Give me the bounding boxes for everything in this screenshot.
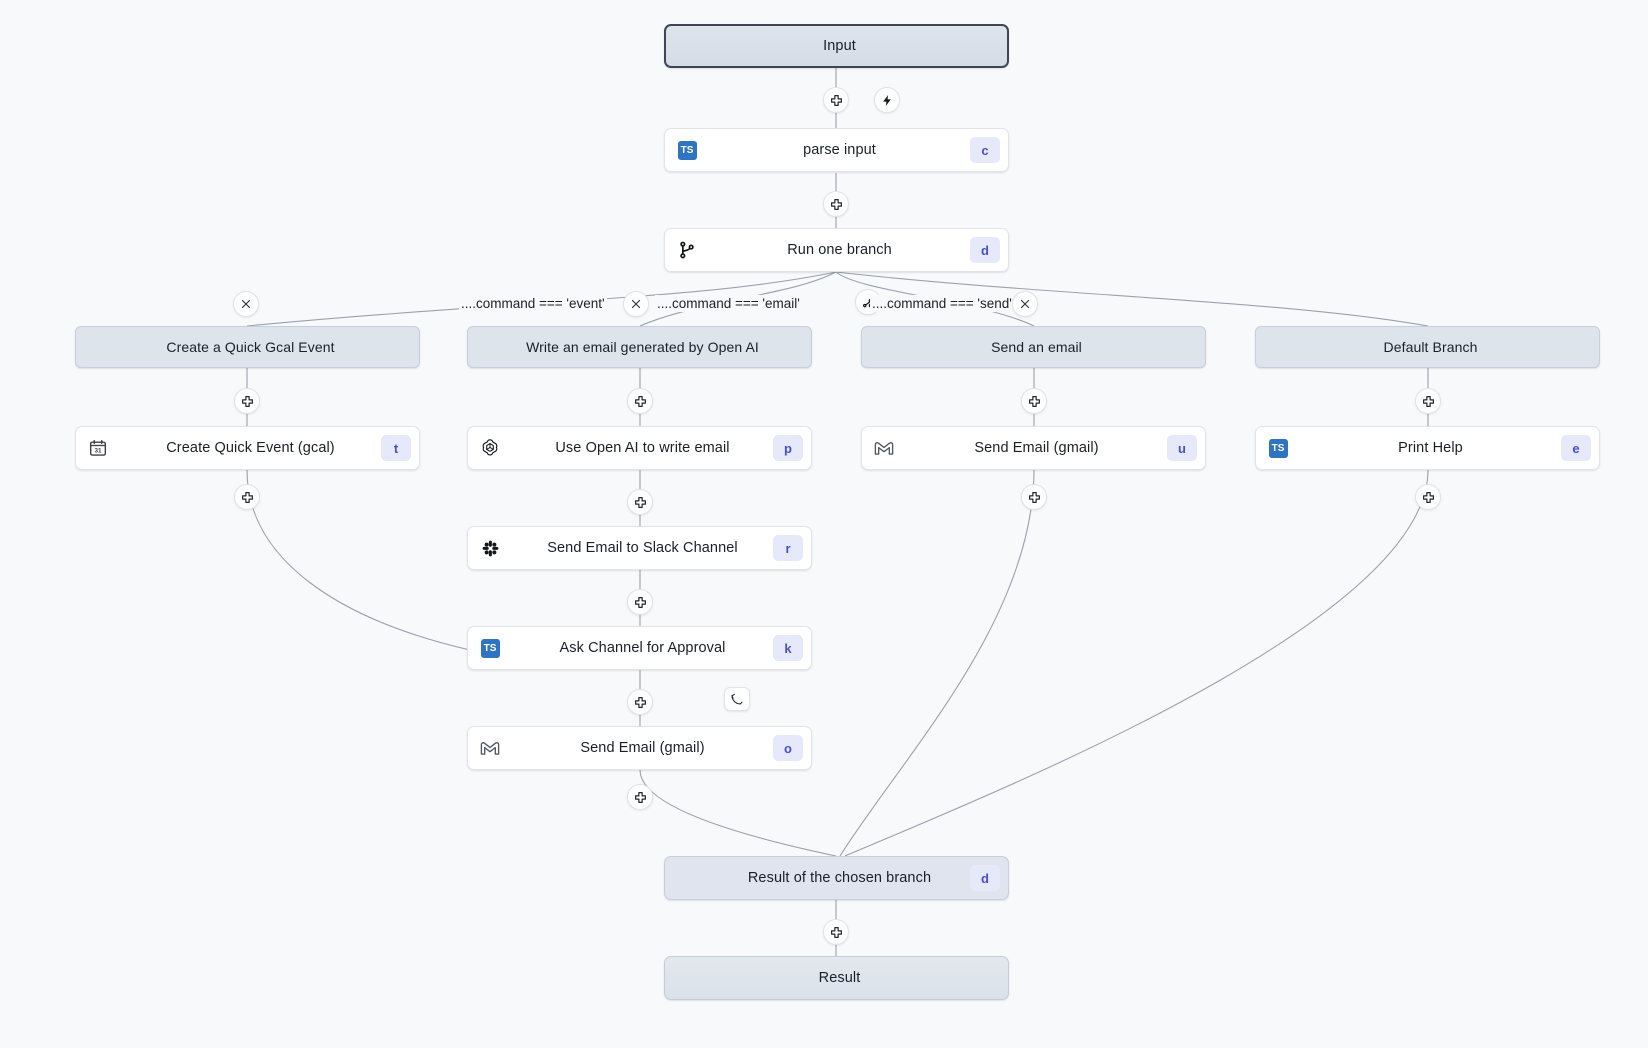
add-step-icon — [1028, 491, 1040, 503]
node-result-badge — [970, 965, 1000, 991]
node-result[interactable]: Result — [664, 956, 1009, 1000]
typescript-icon: TS — [665, 140, 709, 160]
add-step-icon — [634, 791, 646, 803]
node-result-of-chosen-branch-badge[interactable]: d — [970, 865, 1000, 891]
node-ask-channel-approval-badge[interactable]: k — [773, 635, 803, 661]
node-ask-channel-approval[interactable]: TS Ask Channel for Approval k — [467, 626, 812, 670]
add-step-handle-branch-3[interactable] — [1021, 388, 1047, 414]
branch-header-3-badge — [1167, 334, 1197, 360]
slack-icon — [468, 538, 512, 559]
node-input-label: Input — [823, 38, 856, 54]
node-run-one-branch-label: Run one branch — [787, 242, 892, 258]
node-print-help[interactable]: TS Print Help e — [1255, 426, 1600, 470]
branch-header-4[interactable]: Default Branch — [1255, 326, 1600, 368]
add-step-icon — [1422, 491, 1434, 503]
add-step-handle-branch-2[interactable] — [627, 388, 653, 414]
add-step-handle-b2-1[interactable] — [627, 489, 653, 515]
node-run-one-branch[interactable]: Run one branch d — [664, 228, 1009, 272]
add-step-icon — [634, 395, 646, 407]
branch-condition-1: ....command === 'event' — [459, 295, 607, 312]
node-send-email-slack-badge[interactable]: r — [773, 535, 803, 561]
branch-condition-3: ....command === 'send' — [870, 295, 1014, 312]
add-step-icon — [634, 496, 646, 508]
remove-branch-3[interactable] — [1012, 291, 1038, 317]
node-print-help-badge[interactable]: e — [1561, 435, 1591, 461]
typescript-icon: TS — [1256, 438, 1300, 458]
node-result-label: Result — [818, 970, 861, 986]
node-ask-channel-approval-label: Ask Channel for Approval — [559, 640, 726, 656]
node-use-open-ai[interactable]: Use Open AI to write email p — [467, 426, 812, 470]
node-send-email-gmail-b3-badge[interactable]: u — [1167, 435, 1197, 461]
node-run-one-branch-badge[interactable]: d — [970, 237, 1000, 263]
branch-condition-2: ....command === 'email' — [655, 295, 802, 312]
gmail-icon — [862, 437, 906, 459]
node-send-email-slack[interactable]: Send Email to Slack Channel r — [467, 526, 812, 570]
add-step-handle-branch-4[interactable] — [1415, 388, 1441, 414]
add-step-handle-parse[interactable] — [823, 191, 849, 217]
node-create-quick-event[interactable]: 31 Create Quick Event (gcal) t — [75, 426, 420, 470]
branch-header-4-badge — [1561, 334, 1591, 360]
branch-header-3[interactable]: Send an email — [861, 326, 1206, 368]
node-create-quick-event-badge[interactable]: t — [381, 435, 411, 461]
openai-icon — [468, 437, 512, 459]
add-step-icon — [1028, 395, 1040, 407]
add-step-icon — [830, 198, 842, 210]
svg-text:31: 31 — [94, 448, 102, 455]
branch-header-1-label: Create a Quick Gcal Event — [166, 339, 335, 355]
branch-header-2-badge — [773, 334, 803, 360]
node-input[interactable]: Input — [664, 24, 1009, 68]
close-icon — [631, 299, 641, 309]
branch-header-2-label: Write an email generated by Open AI — [526, 339, 759, 355]
add-step-handle-result[interactable] — [823, 919, 849, 945]
add-step-handle-b2-end[interactable] — [627, 784, 653, 810]
branch-header-4-label: Default Branch — [1383, 339, 1478, 355]
suspend-icon-wrapper[interactable] — [724, 687, 750, 711]
suspend-icon — [731, 693, 743, 705]
remove-branch-2[interactable] — [623, 291, 649, 317]
add-step-icon — [1422, 395, 1434, 407]
add-step-icon — [634, 596, 646, 608]
add-step-handle-b4-end[interactable] — [1415, 484, 1441, 510]
add-step-icon — [830, 94, 842, 106]
node-use-open-ai-label: Use Open AI to write email — [555, 440, 730, 456]
node-use-open-ai-badge[interactable]: p — [773, 435, 803, 461]
calendar-icon: 31 — [76, 438, 120, 458]
node-send-email-gmail-b2-label: Send Email (gmail) — [580, 740, 705, 756]
lightning-icon — [882, 94, 891, 106]
add-step-icon — [241, 491, 253, 503]
branch-header-1[interactable]: Create a Quick Gcal Event — [75, 326, 420, 368]
branch-header-1-badge — [381, 334, 411, 360]
add-step-icon — [830, 926, 842, 938]
node-create-quick-event-label: Create Quick Event (gcal) — [166, 440, 335, 456]
node-parse-input-label: parse input — [803, 142, 876, 158]
remove-branch-1[interactable] — [233, 291, 259, 317]
node-send-email-slack-label: Send Email to Slack Channel — [547, 540, 738, 556]
node-parse-input[interactable]: TS parse input c — [664, 128, 1009, 172]
node-send-email-gmail-b3[interactable]: Send Email (gmail) u — [861, 426, 1206, 470]
node-print-help-label: Print Help — [1398, 440, 1463, 456]
node-input-badge — [969, 33, 999, 59]
node-send-email-gmail-b2-badge[interactable]: o — [773, 735, 803, 761]
branch-header-2[interactable]: Write an email generated by Open AI — [467, 326, 812, 368]
add-step-handle-input[interactable] — [823, 87, 849, 113]
close-icon — [1020, 299, 1030, 309]
add-step-handle-b3-end[interactable] — [1021, 484, 1047, 510]
add-step-handle-b2-2[interactable] — [627, 589, 653, 615]
node-send-email-gmail-b3-label: Send Email (gmail) — [974, 440, 1099, 456]
add-step-icon — [634, 696, 646, 708]
branch-icon — [665, 240, 709, 260]
add-step-icon — [241, 395, 253, 407]
node-result-of-chosen-branch-label: Result of the chosen branch — [747, 870, 932, 886]
node-send-email-gmail-b2[interactable]: Send Email (gmail) o — [467, 726, 812, 770]
add-step-handle-b1-end[interactable] — [234, 484, 260, 510]
node-parse-input-badge[interactable]: c — [970, 137, 1000, 163]
gmail-icon — [468, 737, 512, 759]
node-result-of-chosen-branch[interactable]: Result of the chosen branch d — [664, 856, 1009, 900]
branch-header-3-label: Send an email — [991, 339, 1082, 355]
add-step-handle-b2-3[interactable] — [627, 689, 653, 715]
trigger-handle[interactable] — [874, 87, 900, 113]
close-icon — [241, 299, 251, 309]
add-step-handle-branch-1[interactable] — [234, 388, 260, 414]
typescript-icon: TS — [468, 638, 512, 658]
